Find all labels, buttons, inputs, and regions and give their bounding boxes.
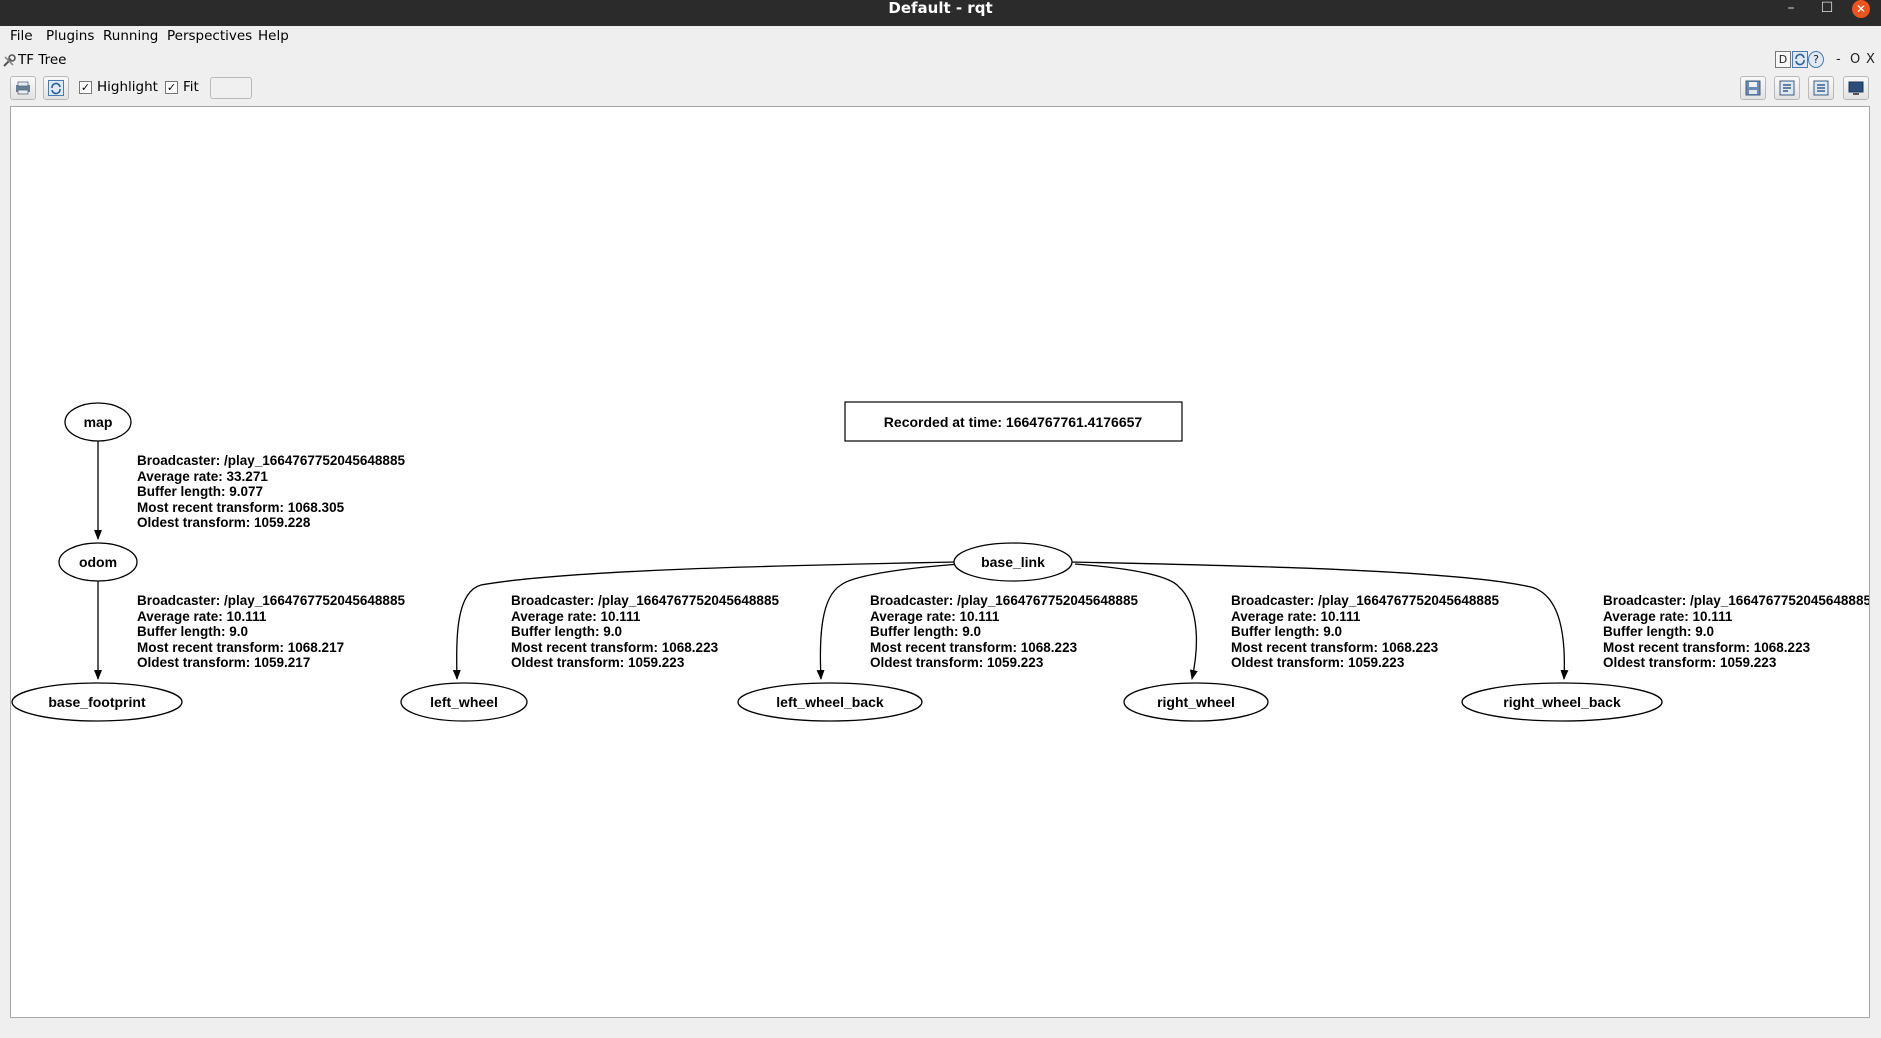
edge-label-line: Buffer length: 9.0	[1231, 624, 1342, 639]
edge-label-line: Buffer length: 9.0	[137, 624, 248, 639]
tf-tree-graph: Recorded at time: 1664767761.4176657 map…	[11, 401, 1869, 722]
edge-label-line: Oldest transform: 1059.217	[137, 655, 310, 670]
minimize-icon[interactable]: –	[1787, 0, 1795, 16]
node-base-link[interactable]: base_link	[953, 542, 1073, 582]
dock-minimize-button[interactable]: -	[1836, 52, 1841, 67]
edge-label-line: Most recent transform: 1068.223	[511, 640, 719, 655]
edge-label-line: Broadcaster: /play_1664767752045648885	[1231, 593, 1499, 608]
edge-label-line: Broadcaster: /play_1664767752045648885	[137, 453, 405, 468]
menu-plugins[interactable]: Plugins	[46, 28, 95, 44]
edge-label-line: Most recent transform: 1068.223	[1231, 640, 1439, 655]
edge-label-line: Buffer length: 9.0	[1603, 624, 1714, 639]
window-titlebar: Default - rqt – ☐ ✕	[0, 0, 1881, 26]
edge-label-odom-base-footprint: Broadcaster: /play_1664767752045648885 A…	[137, 593, 405, 670]
node-left-wheel[interactable]: left_wheel	[400, 682, 528, 722]
menu-running[interactable]: Running	[103, 28, 159, 44]
save-image-button[interactable]	[1808, 76, 1834, 100]
node-right-wheel-label: right_wheel	[1157, 694, 1235, 710]
plugin-title: TF Tree	[18, 52, 67, 68]
monitor-icon	[1848, 81, 1864, 95]
screenshot-button[interactable]	[1843, 76, 1869, 100]
save-as-icon	[1779, 80, 1795, 96]
edge-label-line: Most recent transform: 1068.217	[137, 640, 344, 655]
node-odom-label: odom	[79, 554, 117, 570]
edge-label-line: Buffer length: 9.0	[870, 624, 981, 639]
dock-float-button[interactable]: O	[1850, 52, 1861, 67]
edge-label-line: Broadcaster: /play_1664767752045648885	[1603, 593, 1869, 608]
edge-base-link-left-wheel-back	[816, 563, 962, 680]
edge-label-line: Most recent transform: 1068.223	[870, 640, 1078, 655]
highlight-label: Highlight	[97, 79, 158, 95]
edge-label-line: Oldest transform: 1059.223	[511, 655, 685, 670]
node-left-wheel-back-label: left_wheel_back	[776, 694, 884, 710]
edge-label-base-link-right-wheel: Broadcaster: /play_1664767752045648885 A…	[1231, 593, 1499, 670]
save-svg-button[interactable]	[1774, 76, 1800, 100]
node-map-label: map	[84, 414, 113, 430]
help-button[interactable]: ?	[1808, 51, 1824, 68]
edge-label-base-link-left-wheel-back: Broadcaster: /play_1664767752045648885 A…	[870, 593, 1138, 670]
node-left-wheel-label: left_wheel	[430, 694, 498, 710]
recorded-time-text: Recorded at time: 1664767761.4176657	[884, 414, 1143, 430]
edge-label-line: Broadcaster: /play_1664767752045648885	[511, 593, 779, 608]
menu-perspectives[interactable]: Perspectives	[167, 28, 253, 44]
toolbar: ✓ Highlight ✓ Fit	[0, 74, 1881, 102]
edge-label-line: Most recent transform: 1068.305	[137, 500, 345, 515]
close-icon[interactable]: ✕	[1852, 0, 1870, 18]
plugin-header: TF Tree	[0, 50, 1881, 72]
window-title: Default - rqt	[888, 0, 993, 17]
node-base-footprint-label: base_footprint	[48, 694, 146, 710]
edge-label-line: Broadcaster: /play_1664767752045648885	[870, 593, 1138, 608]
node-right-wheel-back[interactable]: right_wheel_back	[1461, 682, 1663, 722]
edge-label-line: Average rate: 33.271	[137, 469, 268, 484]
edge-label-line: Average rate: 10.111	[1231, 609, 1361, 624]
menu-file[interactable]: File	[10, 28, 33, 44]
edge-label-line: Average rate: 10.111	[511, 609, 641, 624]
save-icon	[1745, 80, 1761, 96]
edge-label-map-odom: Broadcaster: /play_1664767752045648885 A…	[137, 453, 405, 530]
edge-label-line: Buffer length: 9.077	[137, 484, 263, 499]
save-dot-button[interactable]	[1740, 76, 1766, 100]
node-map[interactable]: map	[64, 402, 132, 442]
node-base-footprint[interactable]: base_footprint	[11, 682, 183, 722]
dock-d-button[interactable]: D	[1775, 51, 1791, 68]
edge-label-line: Oldest transform: 1059.228	[137, 515, 311, 530]
edge-label-base-link-right-wheel-back: Broadcaster: /play_1664767752045648885 A…	[1603, 593, 1869, 670]
edge-label-line: Average rate: 10.111	[137, 609, 267, 624]
edge-label-base-link-left-wheel: Broadcaster: /play_1664767752045648885 A…	[511, 593, 779, 670]
edge-label-line: Broadcaster: /play_1664767752045648885	[137, 593, 405, 608]
node-odom[interactable]: odom	[58, 542, 138, 582]
edge-label-line: Buffer length: 9.0	[511, 624, 622, 639]
generate-button[interactable]	[10, 76, 36, 100]
maximize-icon[interactable]: ☐	[1820, 0, 1834, 16]
node-right-wheel-back-label: right_wheel_back	[1503, 694, 1621, 710]
edge-label-line: Most recent transform: 1068.223	[1603, 640, 1811, 655]
edge-base-link-left-wheel	[452, 561, 956, 680]
menu-help[interactable]: Help	[258, 28, 289, 44]
reload-icon[interactable]	[1792, 51, 1808, 68]
fit-label: Fit	[183, 79, 199, 95]
fit-checkbox[interactable]: ✓	[165, 81, 178, 94]
printer-icon	[16, 81, 30, 95]
edge-label-line: Average rate: 10.111	[1603, 609, 1733, 624]
edge-label-line: Average rate: 10.111	[870, 609, 1000, 624]
edge-label-line: Oldest transform: 1059.223	[870, 655, 1044, 670]
tools-icon	[3, 54, 16, 67]
node-base-link-label: base_link	[981, 554, 1045, 570]
recorded-time-box	[844, 401, 1183, 442]
dock-close-button[interactable]: X	[1866, 52, 1875, 67]
graph-canvas[interactable]: Recorded at time: 1664767761.4176657 map…	[10, 106, 1870, 1018]
node-left-wheel-back[interactable]: left_wheel_back	[737, 682, 923, 722]
refresh-icon	[48, 80, 64, 96]
graph-edges	[94, 441, 1569, 680]
refresh-button[interactable]	[43, 76, 69, 100]
fit-button[interactable]	[210, 77, 252, 99]
highlight-checkbox[interactable]: ✓	[79, 81, 92, 94]
edge-label-line: Oldest transform: 1059.223	[1603, 655, 1777, 670]
menu-bar: File Plugins Running Perspectives Help	[0, 26, 1881, 48]
edge-base-link-right-wheel-back	[1070, 561, 1569, 680]
edge-base-link-right-wheel	[1074, 563, 1198, 680]
edge-label-line: Oldest transform: 1059.223	[1231, 655, 1405, 670]
node-right-wheel[interactable]: right_wheel	[1123, 682, 1269, 722]
export-icon	[1813, 80, 1829, 96]
